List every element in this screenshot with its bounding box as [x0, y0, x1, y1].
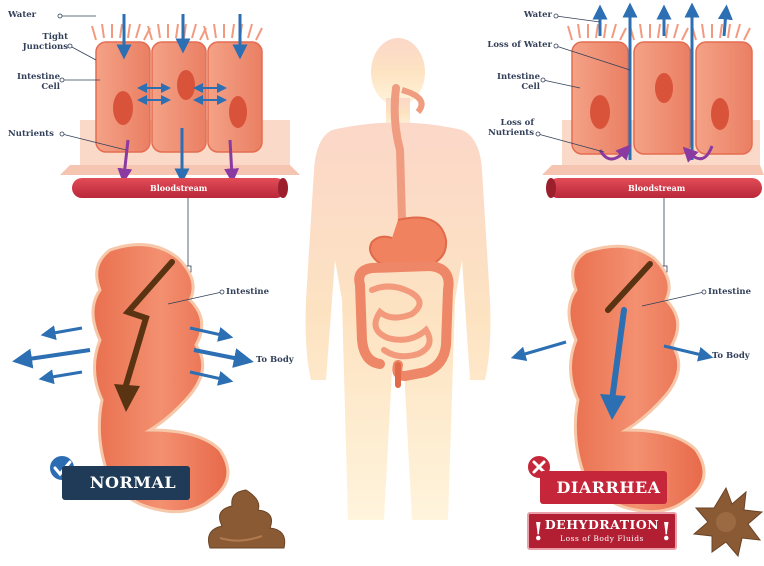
- label-bloodstream-diarrhea: Bloodstream: [628, 183, 685, 193]
- normal-badge: NORMAL: [62, 466, 190, 500]
- label-to-body-normal: To Body: [256, 355, 294, 365]
- label-intestine-normal: Intestine: [226, 287, 269, 297]
- label-water-diarrhea: Water: [490, 10, 552, 20]
- dehydration-title: DEHYDRATION: [529, 518, 675, 532]
- diarrhea-badge: DIARRHEA: [540, 471, 667, 504]
- label-loss-of-nutrients: Loss of Nutrients: [468, 118, 534, 138]
- label-intestine-diarrhea: Intestine: [708, 287, 751, 297]
- label-bloodstream-normal: Bloodstream: [150, 183, 207, 193]
- label-intestine-cell-diarrhea: Intestine Cell: [480, 72, 540, 92]
- normal-stool-icon: [209, 490, 285, 548]
- dehydration-badge: ! ! DEHYDRATION Loss of Body Fluids: [527, 512, 677, 550]
- diarrhea-cell-panel: [536, 10, 764, 198]
- diarrhea-splash-icon: [694, 488, 762, 556]
- dehydration-subtitle: Loss of Body Fluids: [529, 534, 675, 543]
- label-tight-junctions: Tight Junctions: [8, 32, 68, 52]
- label-to-body-diarrhea: To Body: [712, 351, 750, 361]
- label-water-normal: Water: [8, 10, 36, 20]
- label-intestine-cell-normal: Intestine Cell: [8, 72, 60, 92]
- label-loss-of-water: Loss of Water: [462, 40, 552, 50]
- label-nutrients: Nutrients: [8, 129, 54, 139]
- normal-cell-panel: [58, 14, 300, 198]
